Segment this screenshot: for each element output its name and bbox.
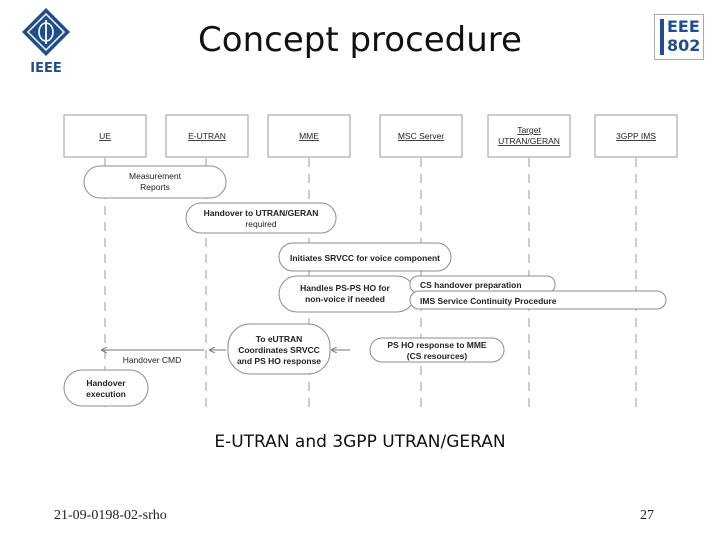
ieee802-logo-bar xyxy=(660,19,664,55)
slide-title: Concept procedure xyxy=(198,20,522,60)
label-initiates-srvcc: Initiates SRVCC for voice component xyxy=(290,253,440,263)
label-measurement-line2: Reports xyxy=(140,182,170,192)
label-handles-psps-line1: Handles PS-PS HO for xyxy=(300,283,390,293)
diagram-caption: E-UTRAN and 3GPP UTRAN/GERAN xyxy=(214,432,506,452)
label-to-eutran-line1: To eUTRAN xyxy=(256,334,303,344)
ieee802-logo-line1: EEE xyxy=(667,17,700,36)
label-cs-prep: CS handover preparation xyxy=(420,280,522,290)
step-initiates-srvcc xyxy=(278,242,452,272)
step-handover-execution xyxy=(63,369,149,407)
entity-label-target-line2: UTRAN/GERAN xyxy=(498,136,560,146)
entity-box-mme xyxy=(267,114,351,158)
entity-box-eutran xyxy=(165,114,249,158)
entity-box-target xyxy=(487,114,571,158)
entity-label-ue: UE xyxy=(99,131,111,141)
label-ps-ho-line2: (CS resources) xyxy=(407,351,468,361)
label-handover-required-line1: Handover to UTRAN/GERAN xyxy=(204,208,319,218)
label-ps-ho-line1: PS HO response to MME xyxy=(387,340,487,350)
sequence-diagram: UE E-UTRAN MME MSC Server Target UTRAN/G… xyxy=(60,110,680,420)
entity-box-msc xyxy=(379,114,463,158)
label-measurement-line1: Measurement xyxy=(129,171,182,181)
entity-label-msc: MSC Server xyxy=(398,131,444,141)
entity-label-eutran: E-UTRAN xyxy=(188,131,226,141)
ieee802-logo-line2: 802 xyxy=(667,36,701,55)
entity-box-ims xyxy=(594,114,678,158)
label-to-eutran-line2: Coordinates SRVCC xyxy=(238,345,320,355)
label-handover-cmd: Handover CMD xyxy=(123,355,182,365)
ieee802-logo: EEE 802 xyxy=(654,14,704,60)
document-number: 21-09-0198-02-srho xyxy=(54,508,167,523)
label-handover-exec-line1: Handover xyxy=(86,378,126,388)
step-ps-ho-response xyxy=(369,337,505,363)
step-measurement-reports xyxy=(83,165,227,199)
label-handles-psps-line2: non-voice if needed xyxy=(305,294,385,304)
label-ims-continuity: IMS Service Continuity Procedure xyxy=(420,296,557,306)
ieee-logo-text: IEEE xyxy=(30,61,61,76)
ieee-logo: IEEE xyxy=(14,6,78,76)
page-number: 27 xyxy=(640,508,654,523)
entity-label-target-line1: Target xyxy=(517,125,541,135)
entity-label-ims: 3GPP IMS xyxy=(616,131,656,141)
step-ims-continuity xyxy=(409,290,667,310)
label-handover-required-line2: required xyxy=(245,219,276,229)
step-to-eutran xyxy=(227,323,331,375)
step-handover-required xyxy=(185,202,337,234)
entity-label-mme: MME xyxy=(299,131,319,141)
label-to-eutran-line3: and PS HO response xyxy=(237,356,321,366)
entity-box-ue xyxy=(63,114,147,158)
label-handover-exec-line2: execution xyxy=(86,389,126,399)
